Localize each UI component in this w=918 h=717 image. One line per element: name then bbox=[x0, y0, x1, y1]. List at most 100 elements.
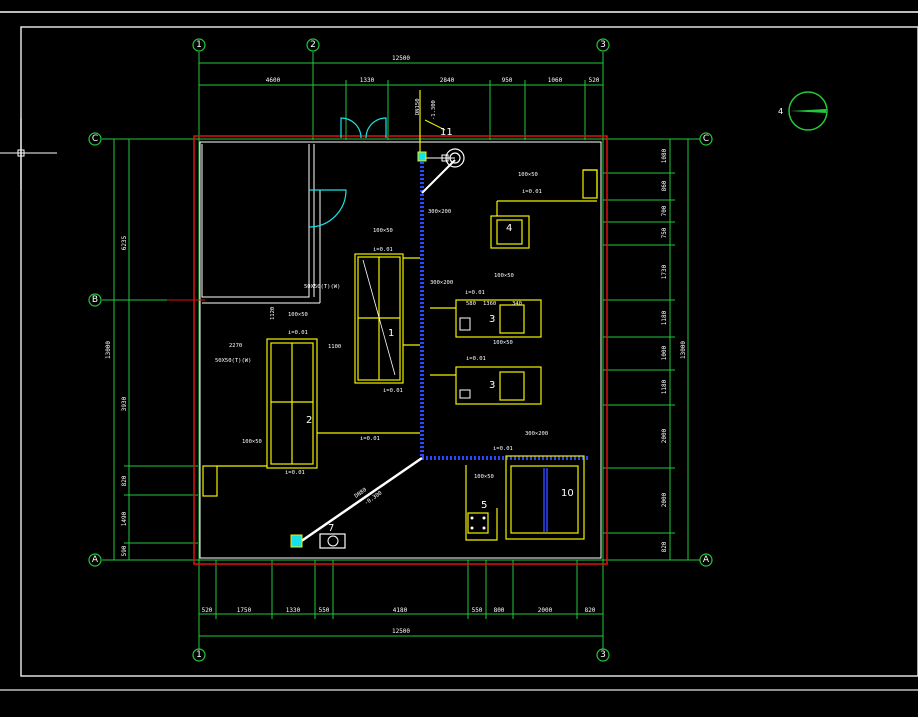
slope-label: i=0.01 bbox=[373, 247, 393, 253]
dim-text: 1180 bbox=[661, 379, 668, 394]
duct-label: 100×50 bbox=[242, 439, 262, 445]
dim-text: 800 bbox=[494, 607, 505, 614]
equipment-10 bbox=[505, 455, 585, 540]
duct-label: 300×200 bbox=[428, 209, 451, 215]
dim-text: 2840 bbox=[440, 77, 455, 84]
dim-text: 860 bbox=[661, 180, 668, 191]
axis-label: 2 bbox=[310, 40, 316, 50]
dim-text: 520 bbox=[589, 77, 600, 84]
dim-text: 950 bbox=[502, 77, 513, 84]
building-walls bbox=[167, 117, 608, 565]
equipment-number: 3 bbox=[489, 314, 495, 325]
axis-label: 3 bbox=[600, 650, 606, 660]
dim-text: 1060 bbox=[548, 77, 563, 84]
dim-text: 750 bbox=[661, 227, 668, 238]
dim-text: 820 bbox=[585, 607, 596, 614]
dim-text: 2000 bbox=[538, 607, 553, 614]
equipment-number: 11 bbox=[440, 127, 453, 138]
axis-bubble-bottom-1: 1 bbox=[192, 648, 206, 662]
sump-pump-icon bbox=[290, 533, 346, 549]
left-dim-ticks bbox=[124, 465, 198, 544]
dim-text: 590 bbox=[121, 545, 128, 556]
tank-2 bbox=[266, 338, 318, 469]
axis-bubble-top-1: 1 bbox=[192, 38, 206, 52]
tank-1 bbox=[354, 253, 404, 384]
equipment-number: 4 bbox=[506, 223, 512, 234]
duct-label: 300×200 bbox=[525, 431, 548, 437]
equipment-number: 3 bbox=[489, 380, 495, 391]
dim-text: 12500 bbox=[392, 628, 410, 635]
axis-label: B bbox=[92, 295, 98, 305]
axis-label: 3 bbox=[600, 40, 606, 50]
dim-text: 4180 bbox=[393, 607, 408, 614]
axis-bubble-left-a: A bbox=[88, 553, 102, 567]
dim-text: 820 bbox=[121, 475, 128, 486]
equipment-number: 5 bbox=[481, 500, 487, 511]
equipment-4 bbox=[490, 169, 598, 249]
drainage-layout bbox=[202, 90, 598, 549]
dim-text: 520 bbox=[202, 607, 213, 614]
left-dimension-texts: 13000 6235 3930 820 1490 590 bbox=[105, 235, 128, 556]
crosshair-cursor bbox=[0, 118, 57, 190]
equipment-number: 7 bbox=[328, 523, 334, 534]
dim-text: 3930 bbox=[121, 396, 128, 411]
duct-label: 100×50 bbox=[518, 172, 538, 178]
dim-text: 700 bbox=[661, 205, 668, 216]
top-dim-ticks bbox=[345, 80, 586, 140]
dim-text: 6235 bbox=[121, 235, 128, 250]
equipment-3-lower bbox=[430, 366, 542, 405]
box-label: 50X50(T)(W) bbox=[215, 358, 251, 364]
axis-label: A bbox=[92, 555, 99, 565]
slope-label: i=0.01 bbox=[493, 446, 513, 452]
axis-bubble-top-3: 3 bbox=[596, 38, 610, 52]
box-label: 50X50(T)(W) bbox=[304, 284, 340, 290]
dim-text: 2000 bbox=[661, 492, 668, 507]
slope-label: i=0.01 bbox=[465, 290, 485, 296]
slope-label: i=0.01 bbox=[288, 330, 308, 336]
equipment-numbers: 1 2 3 3 4 5 7 10 11 bbox=[306, 127, 574, 534]
axis-label: A bbox=[703, 555, 710, 565]
axis-bubble-bottom-3: 3 bbox=[596, 648, 610, 662]
axis-label: 1 bbox=[196, 40, 202, 50]
axis-bubble-right-c: C bbox=[699, 132, 713, 146]
north-label: 4 bbox=[778, 107, 783, 116]
dim-text: 4600 bbox=[266, 77, 281, 84]
axis-bubble-left-c: C bbox=[88, 132, 102, 146]
dim-label: 2270 bbox=[229, 343, 242, 349]
dim-text: 1330 bbox=[360, 77, 375, 84]
dim-text: 1730 bbox=[661, 264, 668, 279]
axis-label: C bbox=[92, 134, 98, 144]
dim-text: 1180 bbox=[661, 310, 668, 325]
duct-label: 300×200 bbox=[430, 280, 453, 286]
duct-label: 100×50 bbox=[288, 312, 308, 318]
dim-text: 2000 bbox=[661, 428, 668, 443]
right-dimension-texts: 13000 1080 860 700 750 1730 1180 1000 11… bbox=[661, 148, 687, 552]
dim-text: 1080 bbox=[661, 148, 668, 163]
slope-label: i=0.01 bbox=[522, 189, 542, 195]
dim-text: 12500 bbox=[392, 55, 410, 62]
axis-bubble-top-2: 2 bbox=[306, 38, 320, 52]
north-arrow-icon: 4 bbox=[778, 91, 828, 131]
axis-bubble-left-b: B bbox=[88, 293, 102, 307]
bottom-dimension-texts: 12500 520 1750 1330 550 4180 550 800 200… bbox=[202, 607, 596, 635]
corner-box bbox=[202, 465, 218, 497]
equipment-number: 10 bbox=[561, 488, 574, 499]
duct-label: 100×50 bbox=[474, 474, 494, 480]
dim-text: 550 bbox=[472, 607, 483, 614]
dim-text: 1330 bbox=[286, 607, 301, 614]
duct-label: 100×50 bbox=[373, 228, 393, 234]
bottom-dim-ticks bbox=[215, 560, 578, 619]
dim-text: 550 bbox=[319, 607, 330, 614]
duct-label: 100×50 bbox=[494, 273, 514, 279]
dim-text: 1000 bbox=[661, 345, 668, 360]
dim-label: 1100 bbox=[328, 344, 341, 350]
dim-text: 820 bbox=[661, 541, 668, 552]
top-border bbox=[0, 11, 918, 13]
dim-label: 1360 bbox=[483, 301, 496, 307]
equipment-number: 2 bbox=[306, 415, 312, 426]
grid-lines bbox=[102, 52, 700, 650]
slope-label: i=0.01 bbox=[383, 388, 403, 394]
duct-label: 100×50 bbox=[493, 340, 513, 346]
equipment-number: 1 bbox=[388, 328, 394, 339]
